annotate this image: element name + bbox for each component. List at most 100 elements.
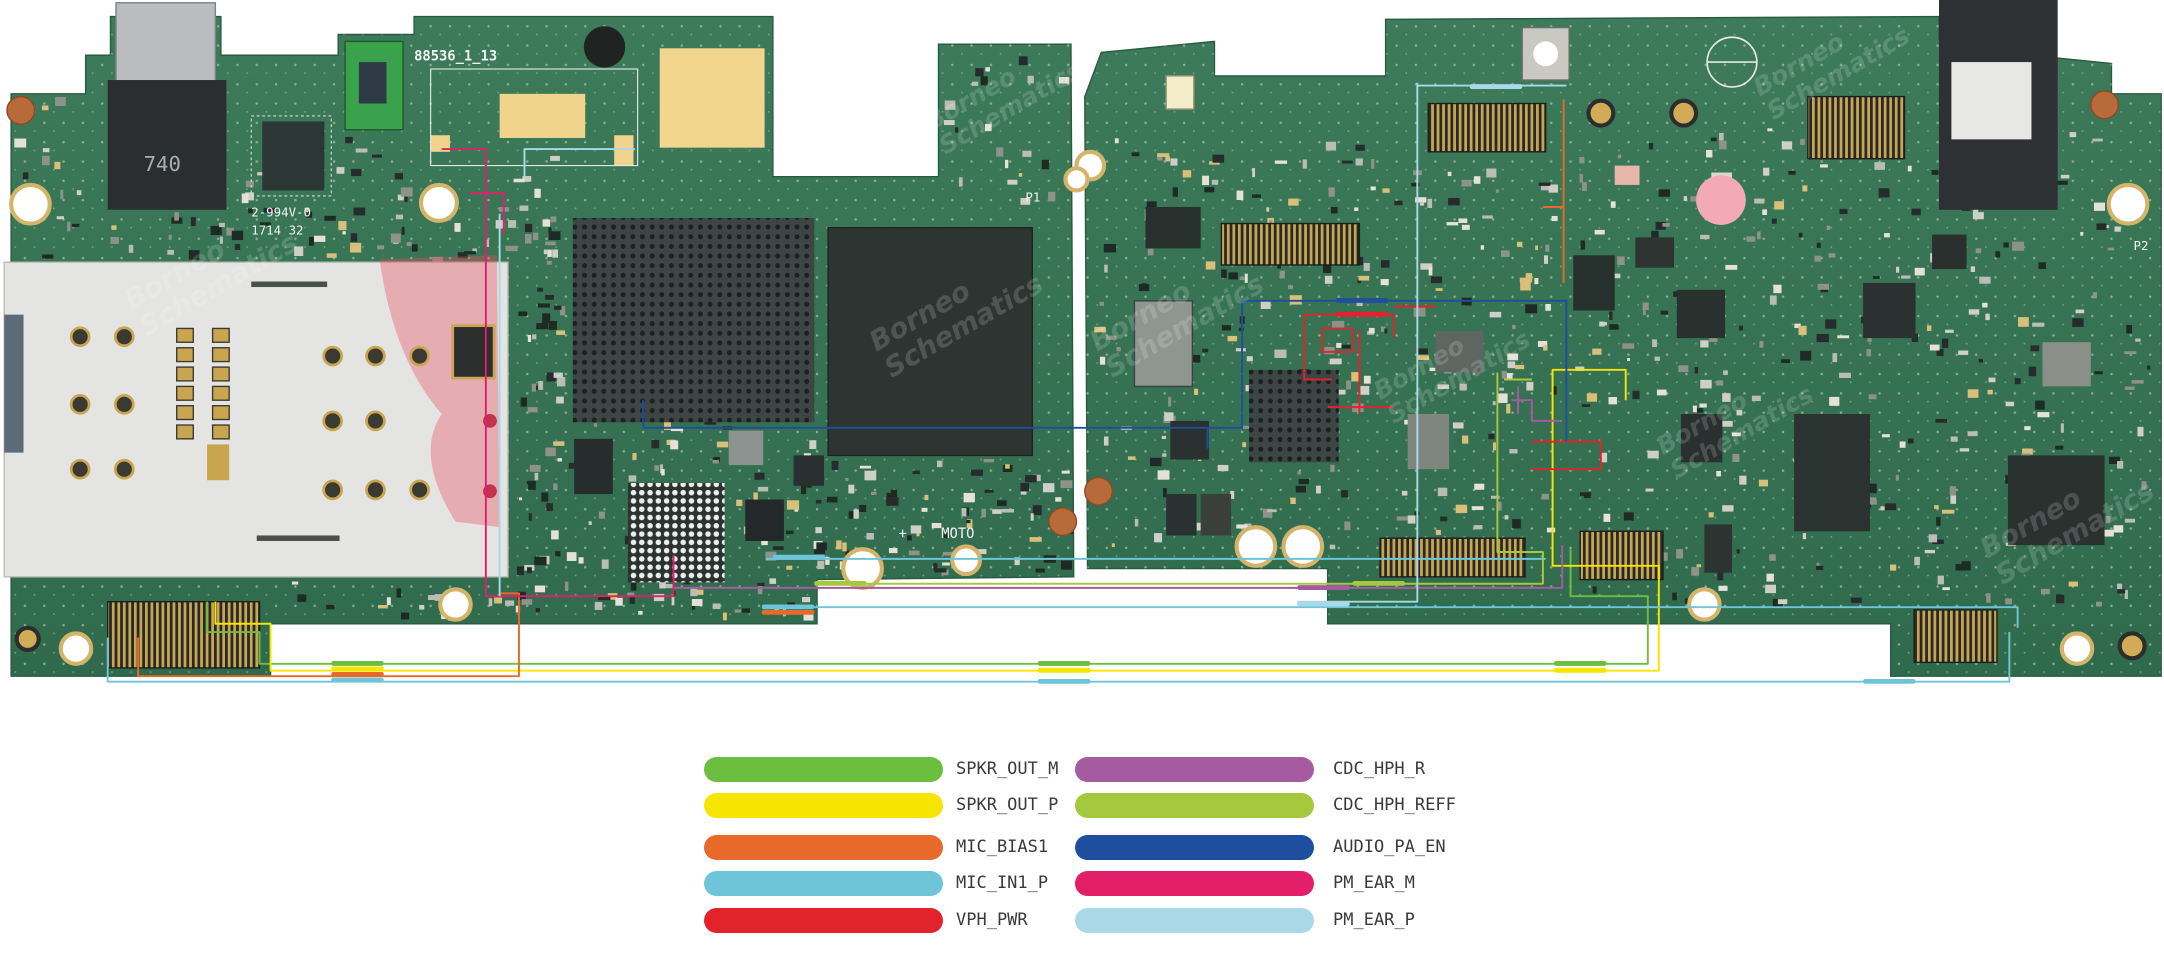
smd-component [534, 472, 539, 481]
smd-component [907, 535, 912, 541]
smd-component [1609, 311, 1613, 320]
smd-component [1127, 456, 1136, 460]
mounting-hole [58, 631, 94, 666]
smd-component [2012, 241, 2025, 251]
smd-component [210, 225, 222, 236]
smd-component [866, 532, 874, 540]
smd-component [1610, 201, 1616, 208]
smd-component [294, 246, 304, 256]
smd-component [1325, 141, 1337, 151]
smd-component [1581, 182, 1587, 191]
smd-component [1452, 422, 1464, 429]
smd-component [1295, 485, 1306, 493]
smd-component [1586, 393, 1598, 402]
smd-component [1246, 356, 1253, 362]
smd-component [353, 207, 366, 216]
smd-component [231, 230, 244, 241]
smd-component [1914, 267, 1925, 276]
smd-component [734, 609, 742, 613]
smd-component [1437, 384, 1450, 390]
smd-component [1837, 335, 1850, 339]
smd-component [2124, 386, 2135, 390]
smd-component [2124, 351, 2137, 355]
sim-flash-led [1165, 75, 1195, 110]
smd-component [2117, 589, 2126, 594]
smd-component [419, 604, 425, 610]
smd-component [1435, 529, 1441, 535]
smd-component [801, 596, 811, 603]
smd-component [888, 547, 898, 554]
mounting-hole [1234, 525, 1278, 568]
smd-component [653, 593, 665, 602]
usb-connector-shell [115, 2, 217, 90]
smd-component [1290, 497, 1296, 504]
smd-component [981, 508, 986, 518]
smd-component [886, 492, 891, 499]
net-tag [1352, 580, 1405, 586]
smd-component [1545, 304, 1551, 311]
smd-component [1717, 571, 1724, 581]
smd-component [1987, 389, 1993, 395]
smd-component [785, 530, 794, 535]
smd-component [494, 597, 502, 604]
smd-component [753, 492, 758, 501]
smd-component [1758, 479, 1768, 487]
smd-component [1239, 277, 1245, 281]
smd-component [1351, 372, 1360, 382]
smd-component [1182, 170, 1192, 178]
smd-component [457, 252, 468, 259]
legend-label: CDC_HPH_REFF [1333, 795, 1456, 815]
smd-component [1520, 281, 1531, 291]
smd-component [757, 585, 763, 595]
smd-component [1360, 385, 1370, 395]
smd-component [1507, 353, 1519, 361]
smd-component [1355, 144, 1365, 151]
smd-component [2060, 423, 2064, 433]
smd-component [1968, 309, 1980, 315]
smd-component [1032, 505, 1042, 515]
smd-component [1316, 485, 1321, 494]
smd-component [654, 465, 660, 471]
gold-pad [614, 135, 634, 166]
smd-component [1926, 325, 1932, 331]
smd-component [1694, 367, 1699, 374]
smd-component [1580, 240, 1586, 250]
smd-component [1165, 156, 1171, 162]
smd-component [958, 177, 963, 187]
smd-component [996, 147, 1004, 157]
smd-component [1979, 276, 1991, 284]
smd-component [350, 242, 362, 253]
net-tag [761, 609, 815, 615]
smd-component [2146, 365, 2151, 370]
smd-component [1967, 431, 1978, 437]
fpc-connector [107, 600, 261, 669]
smd-component [1346, 380, 1351, 390]
smd-component [1027, 75, 1034, 84]
net-tag [1037, 667, 1091, 673]
smd-component [1995, 251, 2001, 258]
smd-component [1828, 253, 1836, 258]
smd-component [308, 236, 314, 246]
smd-component [1592, 348, 1602, 355]
smd-component [1929, 344, 1940, 351]
smd-component [966, 519, 973, 529]
smd-component [742, 608, 750, 613]
smd-component [1324, 275, 1333, 284]
smd-component [1622, 343, 1635, 349]
smd-component [765, 551, 777, 561]
smd-component [1355, 158, 1363, 166]
legend-item-mic-bias1: MIC_BIAS1 [704, 835, 1184, 861]
ic-chip [1200, 494, 1232, 536]
bga-chip-pmic [627, 483, 725, 583]
smd-component [859, 465, 871, 469]
smd-component [1867, 335, 1872, 343]
net-tag [1037, 661, 1091, 666]
legend-label: PM_EAR_M [1333, 873, 1415, 893]
legend-swatch [1075, 835, 1314, 860]
smd-component [350, 233, 358, 242]
smd-component [1020, 483, 1030, 492]
smd-component [1157, 470, 1170, 480]
smd-component [754, 472, 765, 480]
smd-component [1435, 288, 1443, 291]
legend-item-pm-ear-m: PM_EAR_M [1075, 871, 1555, 897]
